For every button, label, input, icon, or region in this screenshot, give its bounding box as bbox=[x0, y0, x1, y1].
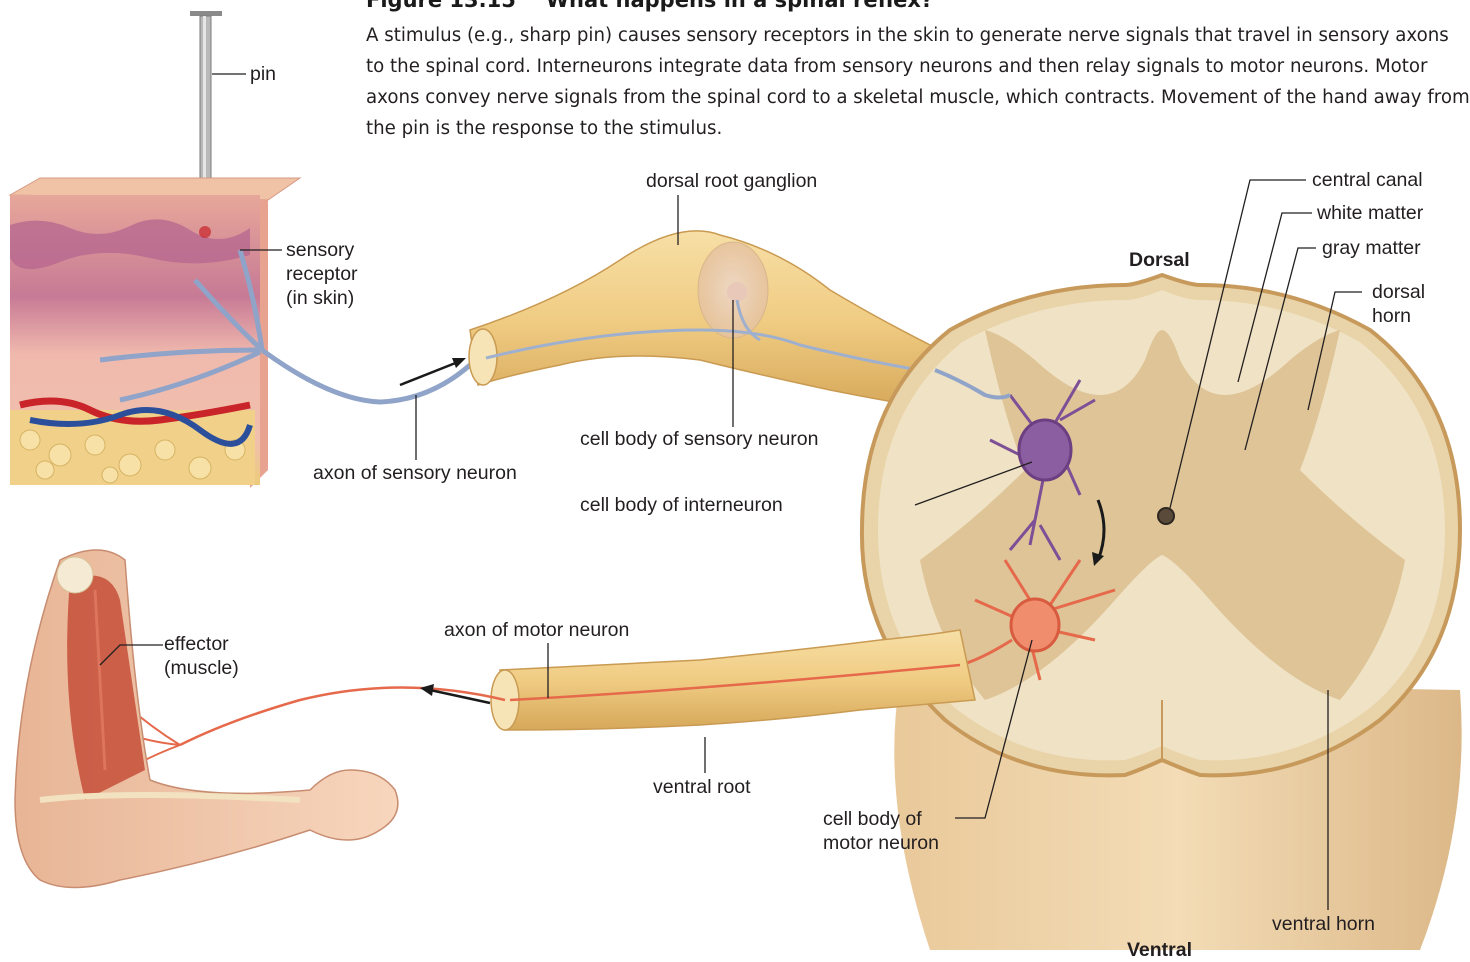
figure-number: Figure 13.15 bbox=[366, 0, 516, 12]
label-dorsal-horn-line1: dorsal bbox=[1372, 280, 1425, 304]
label-effector: effector (muscle) bbox=[164, 632, 239, 680]
label-gray-matter: gray matter bbox=[1322, 236, 1421, 260]
figure-question: What happens in a spinal reflex? bbox=[546, 0, 933, 12]
label-dorsal-horn-line2: horn bbox=[1372, 304, 1425, 328]
label-cell-body-sensory-neuron: cell body of sensory neuron bbox=[580, 427, 818, 451]
label-sensory-receptor-line1: sensory bbox=[286, 238, 358, 262]
label-dorsal: Dorsal bbox=[1129, 248, 1190, 272]
figure-title: Figure 13.15 What happens in a spinal ref… bbox=[366, 0, 933, 12]
arm-drawing bbox=[15, 550, 398, 888]
sensory-direction-arrow bbox=[400, 358, 466, 385]
label-ventral: Ventral bbox=[1127, 938, 1192, 962]
label-cell-body-motor-neuron: cell body of motor neuron bbox=[823, 807, 939, 855]
dorsal-root bbox=[469, 231, 940, 410]
label-ventral-root: ventral root bbox=[653, 775, 751, 799]
label-central-canal: central canal bbox=[1312, 168, 1423, 192]
label-effector-line1: effector bbox=[164, 632, 239, 656]
label-cell-body-interneuron: cell body of interneuron bbox=[580, 493, 783, 517]
label-effector-line2: (muscle) bbox=[164, 656, 239, 680]
label-pin: pin bbox=[250, 62, 276, 86]
label-dorsal-horn: dorsal horn bbox=[1372, 280, 1425, 328]
label-axon-motor-neuron: axon of motor neuron bbox=[444, 618, 629, 642]
label-sensory-receptor-line2: receptor bbox=[286, 262, 358, 286]
label-cell-body-motor-line2: motor neuron bbox=[823, 831, 939, 855]
label-cell-body-motor-line1: cell body of bbox=[823, 807, 939, 831]
skin-block bbox=[10, 178, 300, 488]
label-dorsal-root-ganglion: dorsal root ganglion bbox=[646, 169, 817, 193]
label-axon-sensory-neuron: axon of sensory neuron bbox=[313, 461, 517, 485]
label-sensory-receptor-line3: (in skin) bbox=[286, 286, 358, 310]
label-sensory-receptor: sensory receptor (in skin) bbox=[286, 238, 358, 310]
figure-caption: A stimulus (e.g., sharp pin) causes sens… bbox=[366, 20, 1470, 144]
sensory-axon-line bbox=[262, 350, 470, 402]
label-white-matter: white matter bbox=[1317, 201, 1423, 225]
label-ventral-horn: ventral horn bbox=[1272, 912, 1375, 936]
